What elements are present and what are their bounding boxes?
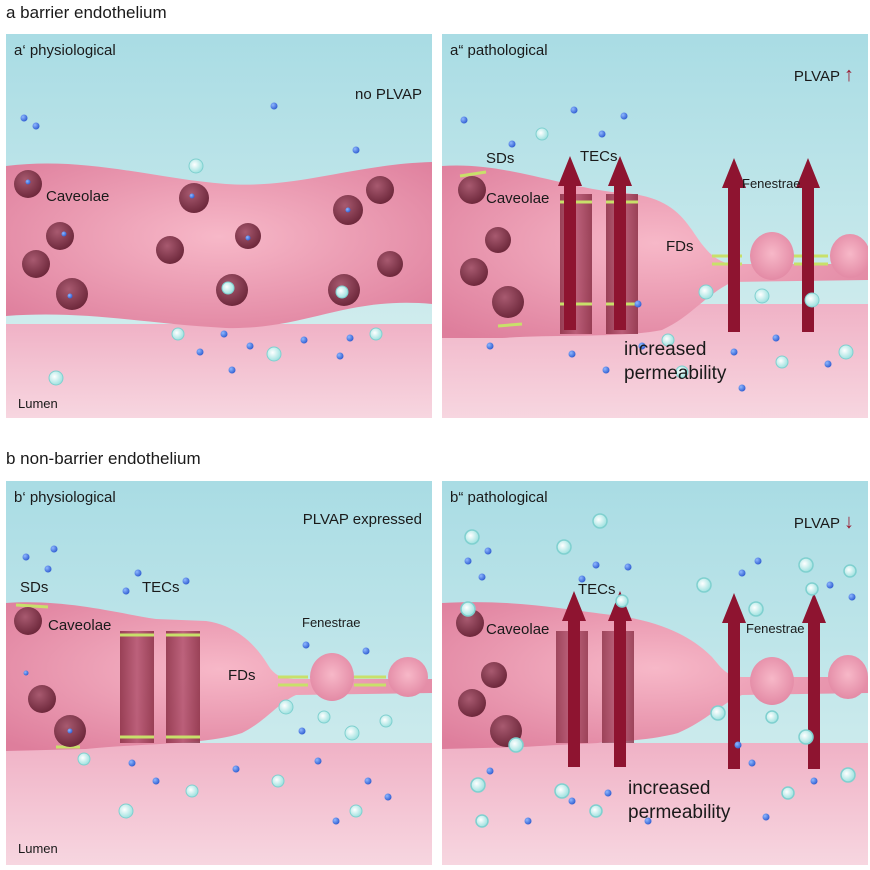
panel-a1-title: a‘ physiological	[14, 42, 116, 59]
panel-a2-status: PLVAP↑	[794, 64, 854, 87]
section-a-title: a barrier endothelium	[6, 3, 167, 22]
tecs-label: TECs	[580, 148, 618, 165]
caveolae-label: Caveolae	[48, 617, 112, 634]
fds-label: FDs	[666, 238, 694, 255]
panel-b2: b“ pathological PLVAP↓ TECs Caveolae Fen…	[442, 481, 868, 865]
caveolae-label: Caveolae	[46, 188, 110, 205]
caveolae-label: Caveolae	[486, 621, 550, 638]
sds-label: SDs	[486, 150, 515, 167]
plvap-label: PLVAP	[793, 515, 840, 532]
lumen-label: Lumen	[18, 396, 58, 411]
tecs-label: TECs	[142, 579, 180, 596]
panel-b2-title: b“ pathological	[450, 489, 548, 506]
down-arrow-icon: ↓	[844, 511, 854, 533]
panel-b1-title: b‘ physiological	[14, 489, 116, 506]
permeability-line1: increased	[628, 778, 711, 799]
panel-b2-status: PLVAP↓	[794, 511, 854, 534]
lumen-label: Lumen	[18, 841, 58, 856]
plvap-label: PLVAP	[793, 68, 840, 85]
panel-b1-graphic	[6, 481, 432, 865]
permeability-arrows	[562, 591, 826, 769]
panel-a2-graphic	[442, 34, 868, 418]
tecs-label: TECs	[578, 581, 616, 598]
up-arrow-icon: ↑	[844, 64, 854, 86]
panel-a1-status: no PLVAP	[355, 86, 422, 103]
panel-b1: b‘ physiological PLVAP expressed SDs TEC…	[6, 481, 432, 865]
fenestrae-label: Fenestrae	[746, 621, 805, 636]
permeability-line2: permeability	[628, 802, 731, 823]
panel-b2-graphic	[442, 481, 868, 865]
panel-b1-status: PLVAP expressed	[302, 511, 422, 528]
panel-a2-title: a“ pathological	[450, 42, 548, 59]
permeability-line1: increased	[624, 339, 707, 360]
panel-a1-graphic	[6, 34, 432, 418]
sds-label: SDs	[20, 579, 49, 596]
fds-label: FDs	[228, 667, 256, 684]
panel-a1: a‘ physiological no PLVAP Caveolae Lumen	[6, 34, 432, 418]
permeability-line2: permeability	[624, 363, 727, 384]
fenestrae-label: Fenestrae	[302, 615, 361, 630]
caveolae-group	[14, 170, 403, 310]
caveolae-label: Caveolae	[486, 190, 550, 207]
section-b-title: b non-barrier endothelium	[6, 449, 201, 468]
panel-a2: a“ pathological PLVAP↑ SDs TECs Caveolae…	[442, 34, 868, 418]
fenestrae-label: Fenestrae	[742, 176, 801, 191]
